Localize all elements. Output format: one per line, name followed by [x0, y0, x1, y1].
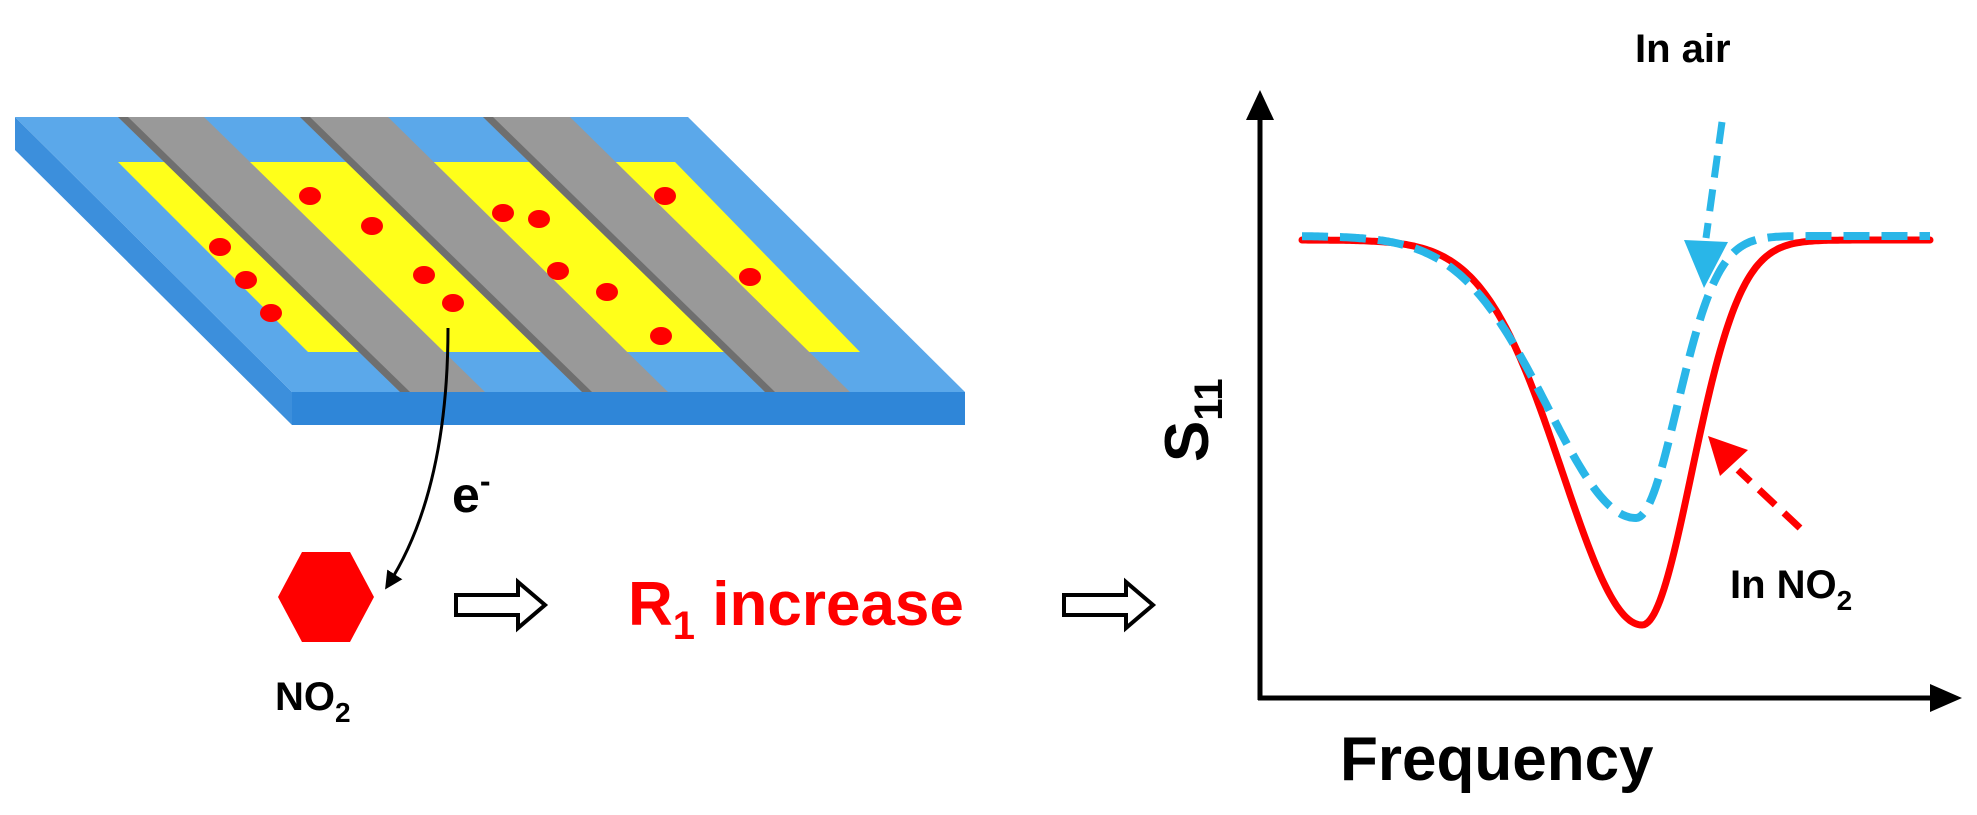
- electrode-1: [118, 117, 485, 392]
- electrode-2: [300, 117, 668, 392]
- x-axis-arrowhead: [1930, 684, 1962, 712]
- s11-chart: Frequency S11 In air In NO2: [1153, 27, 1962, 794]
- in-air-pointer-arrow: [1702, 121, 1726, 239]
- nanoparticles: [209, 187, 761, 345]
- sensor-device: [15, 117, 965, 425]
- series-line-in-air: [1302, 232, 1930, 523]
- in-no2-pointer-arrowhead: [1708, 436, 1748, 476]
- y-axis-arrowhead: [1246, 90, 1274, 120]
- flow-arrow-2: [1062, 577, 1157, 633]
- nanoparticle: [413, 266, 435, 284]
- in-air-pointer-arrowhead: [1684, 240, 1728, 288]
- nanoparticle: [650, 327, 672, 345]
- r1-increase-label: R1 increase: [628, 570, 964, 648]
- electron-transfer-arrow: [385, 327, 450, 590]
- nanoparticle: [596, 283, 618, 301]
- no2-molecule-label: NO2: [275, 675, 351, 728]
- nanoparticle: [547, 262, 569, 280]
- x-axis-label: Frequency: [1340, 725, 1654, 794]
- no2-molecule-icon: [278, 552, 374, 642]
- nanoparticle: [528, 210, 550, 228]
- y-axis-label: S11: [1153, 378, 1231, 462]
- electrode-3: [483, 117, 850, 392]
- nanoparticle: [654, 187, 676, 205]
- nanoparticle: [361, 217, 383, 235]
- in-no2-pointer-arrow: [1735, 467, 1803, 531]
- legend-label-in-air: In air: [1635, 27, 1731, 71]
- series-line-in-no2: [1298, 236, 1934, 629]
- nanoparticle: [235, 271, 257, 289]
- electron-label: e-: [452, 463, 490, 523]
- substrate-left-edge: [15, 117, 292, 425]
- legend-label-in-no2: In NO2: [1730, 563, 1852, 616]
- nanoparticle: [492, 204, 514, 222]
- substrate-side: [292, 392, 965, 425]
- nanoparticle: [739, 268, 761, 286]
- nanoparticle: [209, 238, 231, 256]
- nanoparticle: [260, 304, 282, 322]
- nanoparticle: [299, 187, 321, 205]
- nanoparticle: [442, 294, 464, 312]
- flow-arrow-1: [454, 577, 549, 633]
